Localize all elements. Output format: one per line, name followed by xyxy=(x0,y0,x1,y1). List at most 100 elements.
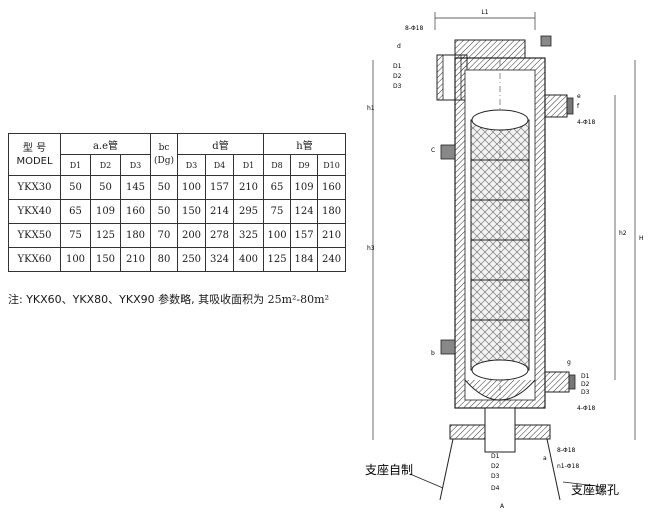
table-cell: 325 xyxy=(232,223,265,248)
sub-header: D1 xyxy=(232,154,265,176)
table-cell: 278 xyxy=(205,223,234,248)
label-top-d2: D2 xyxy=(393,73,402,80)
table-cell: 109 xyxy=(90,199,121,224)
label-base-d1: D1 xyxy=(491,453,500,460)
table-row: YKX50 75 125 180 70 200 278 325 100 157 … xyxy=(8,223,347,248)
right-upper-nozzle: e 4-Φ18 xyxy=(544,93,596,126)
table-cell: 150 xyxy=(90,247,121,272)
table-cell: 125 xyxy=(263,247,292,272)
table-cell: 100 xyxy=(60,247,91,272)
sub-header: D3 xyxy=(120,154,151,176)
table-cell: 210 xyxy=(232,175,265,200)
group-ae-pipe: a.e管 xyxy=(60,133,151,155)
label-a: a xyxy=(543,455,547,462)
label-base-d2: D2 xyxy=(491,463,500,470)
label-h1: h1 xyxy=(367,105,375,112)
label-top-d3: D3 xyxy=(393,83,402,90)
label-lower-d2: D2 xyxy=(581,381,590,388)
table-cell: 124 xyxy=(290,199,319,224)
label-b: b xyxy=(431,350,435,357)
table-cell: 184 xyxy=(290,247,319,272)
bc-sub-label: (Dg) xyxy=(154,155,174,166)
table-cell: 200 xyxy=(177,223,206,248)
table-cell: 160 xyxy=(317,175,347,200)
table-cell: 50 xyxy=(90,175,121,200)
label-top-d1: D1 xyxy=(393,63,402,70)
group-d-pipe: d管 xyxy=(176,133,265,155)
right-lower-nozzle: g D1 D2 D3 4-Φ18 xyxy=(544,359,596,412)
group-h-pipe: h管 xyxy=(263,133,347,155)
cell-model: YKX40 xyxy=(8,199,61,224)
sub-header: D9 xyxy=(290,154,319,176)
table-header-row: 型 号 MODEL a.e管 bc (Dg) d管 h管 xyxy=(8,133,347,176)
table-cell: 157 xyxy=(205,175,234,200)
table-cell: 145 xyxy=(120,175,151,200)
table-cell: 65 xyxy=(60,199,91,224)
label-f: f xyxy=(577,103,580,110)
model-label-cn: 型 号 xyxy=(22,142,47,154)
label-d: d xyxy=(397,43,401,50)
callout-support-bolt-holes: 支座螺孔 xyxy=(571,482,619,497)
table-cell: 50 xyxy=(60,175,91,200)
group-bc: bc (Dg) xyxy=(150,133,178,176)
label-g: g xyxy=(567,359,571,366)
label-a-width: A xyxy=(500,503,505,510)
table-cell: 240 xyxy=(317,247,347,272)
cell-model: YKX30 xyxy=(8,175,61,200)
label-l1: L1 xyxy=(481,9,488,16)
bc-label: bc xyxy=(158,142,170,153)
table-cell: 100 xyxy=(263,223,292,248)
table-subheader-row: D1 D2 D3 D3 D4 D1 D8 D9 D10 xyxy=(9,154,347,176)
label-8-holes-base: 8-Φ18 xyxy=(557,447,576,454)
table-cell: 125 xyxy=(90,223,121,248)
table-cell: 100 xyxy=(177,175,206,200)
label-n1-holes: n1-Φ18 xyxy=(557,463,579,470)
callout-support-custom: 支座自制 xyxy=(365,462,413,477)
label-base-d3: D3 xyxy=(491,473,500,480)
model-header: 型 号 MODEL xyxy=(8,133,61,176)
label-lower-d1: D1 xyxy=(581,373,590,380)
table-cell: 75 xyxy=(60,223,91,248)
vessel-shell xyxy=(454,57,546,430)
spec-table: 型 号 MODEL a.e管 bc (Dg) d管 h管 D1 D2 D3 D3… xyxy=(8,133,347,272)
table-cell: 70 xyxy=(150,223,178,248)
absorber-drawing: L1 8-Φ18 d D1 D2 D3 e 4-Φ18 C b xyxy=(365,9,644,510)
table-cell: 150 xyxy=(177,199,206,224)
label-4-holes-lower: 4-Φ18 xyxy=(577,405,596,412)
footnote-text: 注: YKX60、YKX80、YKX90 参数略, 其吸收面积为 xyxy=(8,293,265,306)
table-cell: 50 xyxy=(150,175,178,200)
table-cell: 250 xyxy=(177,247,206,272)
label-h3: h3 xyxy=(367,245,375,252)
table-cell: 214 xyxy=(205,199,234,224)
label-8-holes-top: 8-Φ18 xyxy=(405,25,424,32)
sub-header: D3 xyxy=(177,154,206,176)
sub-header: D2 xyxy=(90,154,121,176)
label-c: C xyxy=(431,147,435,154)
sub-header: D1 xyxy=(60,154,91,176)
cell-model: YKX50 xyxy=(8,223,61,248)
table-cell: 109 xyxy=(290,175,319,200)
table-cell: 157 xyxy=(290,223,319,248)
table-cell: 180 xyxy=(317,199,347,224)
table-cell: 324 xyxy=(205,247,234,272)
left-side-nozzles: C b xyxy=(431,144,456,357)
table-cell: 50 xyxy=(150,199,178,224)
label-base-d4: D4 xyxy=(491,485,500,492)
table-cell: 210 xyxy=(317,223,347,248)
cell-model: YKX60 xyxy=(8,247,61,272)
table-row: YKX60 100 150 210 80 250 324 400 125 184… xyxy=(8,247,347,272)
callouts: 支座自制 支座螺孔 xyxy=(365,462,619,497)
table-row: YKX40 65 109 160 50 150 214 295 75 124 1… xyxy=(8,199,347,224)
label-total-height: H xyxy=(639,235,644,242)
footnote-area-range: 25m²-80m² xyxy=(267,293,329,306)
table-cell: 180 xyxy=(120,223,151,248)
table-cell: 80 xyxy=(150,247,178,272)
label-lower-d3: D3 xyxy=(581,389,590,396)
table-cell: 65 xyxy=(263,175,292,200)
sub-header: D8 xyxy=(263,154,292,176)
table-cell: 75 xyxy=(263,199,292,224)
base-support: 8-Φ18 a n1-Φ18 D1 D2 D3 D4 A xyxy=(439,407,579,510)
table-cell: 400 xyxy=(232,247,265,272)
label-e: e xyxy=(577,93,581,100)
model-label-en: MODEL xyxy=(16,155,53,167)
